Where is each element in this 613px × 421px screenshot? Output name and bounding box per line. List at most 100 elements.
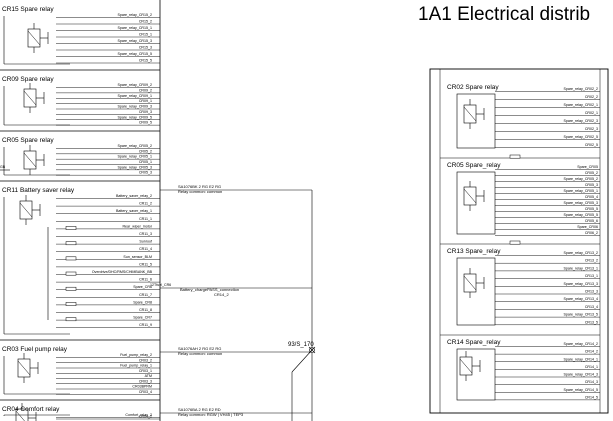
left-relay-cr11-terminal-label: CR11_1 <box>139 217 152 221</box>
left-relay-cr11-terminal-label: CR11_5 <box>139 262 152 266</box>
right-relay-cr13-terminal-label: CR13_1 <box>585 274 598 278</box>
left-relay-cr11-title: CR11 Battery saver relay <box>2 187 75 194</box>
right-relay-cr14-terminal-label: CR14_3 <box>585 380 598 384</box>
right-relay-cr02-terminal-label: Spare_relay_CR02_5 <box>563 135 598 139</box>
right-relay-cr14-terminal-label: Spare_relay_CR14_3 <box>563 373 598 377</box>
right-relay-cr05-terminal-label: CR06_2 <box>585 231 598 235</box>
right-relay-cr13-coil-diag <box>463 275 477 291</box>
left-relay-cr05-terminal-label: Spare_relay_CR05_1 <box>117 155 152 159</box>
right-relay-cr05-terminal-label: Spare_relay_CR05_1 <box>563 189 598 193</box>
left-relay-cr11-terminal-label: Battery_saver_relay_1 <box>116 209 152 213</box>
left-relay-cr05-title: CR05 Spare relay <box>2 137 54 144</box>
right-relay-cr05-terminal-label: CR05_3 <box>585 183 598 187</box>
left-relay-cr15-terminal-label: CR15_1 <box>139 33 152 37</box>
right-relay-cr13-terminal-label: Spare_relay_CR13_1 <box>563 266 598 270</box>
junction-diag <box>291 349 313 373</box>
left-relay-cr11-terminal-label: CR11_2 <box>139 202 152 206</box>
left-relay-cr05-terminal-label: CR05_3 <box>139 171 152 175</box>
right-relay-cr14-terminal-label: CR14_5 <box>585 395 598 399</box>
right-panel-frame <box>429 68 609 414</box>
sheet-title: 1A1 Electrical distrib <box>418 4 591 25</box>
left-relay-cr09-terminal-label: CR09_1 <box>139 99 152 103</box>
wire-label-fuelpump-code: SA1076AH 2 RG E2 RG <box>178 346 221 351</box>
left-relay-cr05-coil-diag <box>23 152 37 168</box>
right-relay-cr13-terminal-label: CR13_2 <box>585 259 598 263</box>
left-relay-cr09-terminal-label: Spare_relay_CR09_5 <box>117 115 152 119</box>
right-relay-cr05-terminal-label: CR05_6 <box>585 219 598 223</box>
left-relay-cr09-terminal-label: CR09_5 <box>139 121 152 125</box>
left-relay-cr11-coil-diag <box>19 202 33 218</box>
left-relay-cr05-terminal-label: Spare_relay_CR05_3 <box>117 165 152 169</box>
signal-cr14: CR14_2 <box>214 292 229 297</box>
right-relay-cr02-terminal-label: Spare_relay_CR02_2 <box>563 87 598 91</box>
left-relay-cr03-terminal-label: ATM <box>145 374 152 378</box>
right-relay-cr14-terminal-label: CR14_2 <box>585 350 598 354</box>
left-relay-cr03-terminal-label: CR03_3 <box>139 379 152 383</box>
left-relay-cr15-terminal-label: CR15_3 <box>139 46 152 50</box>
right-relay-cr02-terminal-label: CR02_2 <box>585 95 598 99</box>
wire-label-comfort-code: SA1076BA 2 RG E2 RD <box>178 407 221 412</box>
left-relay-cr11-terminal-label: CR11_7 <box>139 293 152 297</box>
right-relay-cr05-terminal-label: CR05_4 <box>585 195 598 199</box>
left-relay-cr11-terminal-label: Spare_CR6 <box>133 285 152 289</box>
right-relay-cr02-terminal-label: Spare_relay_CR02_3 <box>563 119 598 123</box>
right-relay-cr14-coil-diag <box>459 358 473 374</box>
wire-label-comfort-desc: Relay common: RGW | VH45 | TEP3 <box>178 412 244 417</box>
left-relay-cr03-terminal-label: CR03_2 <box>139 358 152 362</box>
left-relay-cr15-title: CR15 Spare relay <box>2 6 54 13</box>
right-relay-cr14-terminal-label: Spare_relay_CR14_1 <box>563 357 598 361</box>
left-relay-cr11-terminal-label: Spare_CR7 <box>133 316 152 320</box>
right-relay-cr05-terminal-label: CR05_5 <box>585 207 598 211</box>
left-relay-cr11-terminal-label: Sunroof <box>139 240 152 244</box>
right-relay-cr13-terminal-label: Spare_relay_CR13_3 <box>563 282 598 286</box>
right-relay-cr05-terminal-label: Spare_relay_CR05_3 <box>563 201 598 205</box>
left-relay-cr05-terminal-label: Spare_relay_CR05_2 <box>117 144 152 148</box>
left-relay-cr05-terminal-label: CR05_2 <box>139 149 152 153</box>
left-relay-cr03-terminal-label: Fuel_pump_relay_1 <box>120 364 152 368</box>
junction-label: 93/S_170 <box>288 342 314 348</box>
left-relay-cr09-terminal-label: Spare_relay_CR09_1 <box>117 94 152 98</box>
wire-label-fuelpump-desc: Relay common: common <box>178 351 222 356</box>
right-relay-cr05-title: CR05 Spare_relay <box>447 162 501 169</box>
right-relay-cr05-frame <box>456 171 496 235</box>
left-relay-cr11-terminal-label: Spare_CR8 <box>133 300 152 304</box>
left-relay-cr15-coil-diag <box>27 30 41 46</box>
right-relay-cr05-terminal-label: CR05_2 <box>585 171 598 175</box>
signal-charge: Battery_chargePASS_connection <box>180 287 239 292</box>
left-relay-cr09-coil-diag <box>23 90 37 106</box>
left-relay-cr03-terminal-label: CR03BPRM <box>132 385 152 389</box>
left-relay-cr11-terminal-label: Sun_sensor_BLM <box>123 255 152 259</box>
wire-label-battery-code: SA1076BK 2 RG E2 RG <box>178 184 221 189</box>
left-relay-cr11-terminal-label: CR11_8 <box>139 308 152 312</box>
left-relay-cr09-title: CR09 Spare relay <box>2 76 54 83</box>
left-relay-cr15-terminal-label: CR15_2 <box>139 20 152 24</box>
left-relay-cr05-terminal-label: CR05_1 <box>139 160 152 164</box>
left-relay-cr11-terminal-label: CR11_6 <box>139 278 152 282</box>
left-relay-cr11-terminal-label: CR11_3 <box>139 232 152 236</box>
right-relay-cr14-terminal-label: Spare_relay_CR14_5 <box>563 388 598 392</box>
right-relay-cr05-terminal-label: Spare_CR05 <box>577 165 598 169</box>
right-relay-cr05-coil-diag <box>463 188 477 204</box>
right-relay-cr02-terminal-label: CR02_1 <box>585 111 598 115</box>
left-relay-cr11-connector <box>65 286 77 291</box>
left-relay-cr09-terminal-label: CR09_3 <box>139 110 152 114</box>
left-relay-cr11-connector <box>65 241 77 246</box>
left-relay-cr11-terminal-label: CR11_9 <box>139 323 152 327</box>
junction-node <box>309 347 315 353</box>
wire-label-battery-desc: Relay common: common <box>178 189 222 194</box>
left-relay-cr15-terminal-label: Spare_relay_CR15_1 <box>117 26 152 30</box>
left-relay-cr11-terminal-label: Battery_saver_relay_2 <box>116 194 152 198</box>
left-relay-cr15-terminal-label: Spare_relay_CR15_2 <box>117 13 152 17</box>
right-relay-cr13-terminal-label: Spare_relay_CR13_4 <box>563 297 598 301</box>
left-relay-cr11-connector <box>65 226 77 230</box>
left-relay-cr03-coil-diag <box>17 360 31 376</box>
left-relay-cr15-terminal-label: Spare_relay_CR15_3 <box>117 39 152 43</box>
left-relay-cr11-connector <box>65 256 77 261</box>
left-relay-cr11-connector <box>65 302 77 306</box>
right-relay-cr02-terminal-label: CR02_5 <box>585 143 598 147</box>
left-relay-cr11-terminal-label: Overdrive/DHC/RMS/CHIMBANK_BB <box>92 270 153 274</box>
right-relay-cr13-frame <box>456 257 496 326</box>
left-relay-cr11-terminal-label: CR11_4 <box>139 247 152 251</box>
right-relay-cr05-terminal-label: Spare_relay_CR05_5 <box>563 213 598 217</box>
